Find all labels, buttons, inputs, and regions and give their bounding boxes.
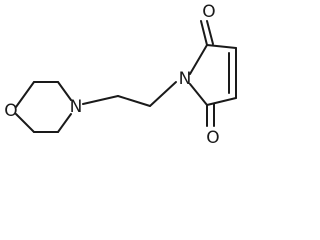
atom-imide-n: N [179,69,192,89]
bond-c-bottom-imide-n [189,83,208,106]
bond-morpholine-o-c-top [15,81,35,108]
bond-morpholine-c-n-top [57,81,72,101]
atom-morpholine-o: O [4,101,17,121]
structure-diagram: O N N O O [4,2,237,148]
atom-carbonyl-o-bottom: O [206,128,219,148]
bond-c-alkene-c-bottom [206,97,237,106]
bond-carbonyl-top-a [200,20,208,46]
bond-morpholine-n-c-bottom [57,113,72,133]
bond-imide-n-c-top [189,44,208,75]
bond-morpholine-c-o-bottom [15,113,35,133]
bond-ch2-ch2 [117,95,151,107]
structure-canvas: O N N O O [4,2,237,148]
bond-carbonyl-top-b [206,20,214,45]
bond-c-top-c-alkene [206,44,237,49]
bond-ch2-imide-n [149,81,177,107]
bond-n-ch2 [82,95,119,105]
atom-morpholine-n: N [70,97,83,117]
atom-carbonyl-o-top: O [202,2,215,22]
